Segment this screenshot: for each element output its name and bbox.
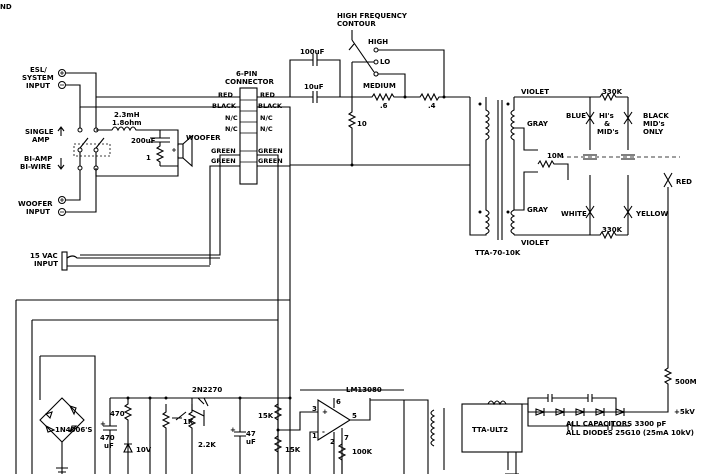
gray-top-label: GRAY	[527, 120, 549, 128]
high-label: HIGH	[368, 38, 388, 46]
resistor-330k-bottom-label: 330K	[602, 226, 623, 234]
hf-contour-label-1: HIGH FREQUENCY	[337, 12, 408, 20]
pin-red-right: RED	[260, 91, 275, 99]
pin-green-left-2: GREEN	[211, 157, 236, 165]
single-amp-label-2: AMP	[32, 136, 50, 144]
gray-bottom-label: GRAY	[527, 206, 549, 214]
his-label-1: HI's	[599, 112, 614, 120]
biamp-label-2: BI-WIRE	[20, 163, 51, 171]
inductor-ohm-label: 1.8ohm	[112, 119, 142, 127]
cap-200uf-label: 200uF	[131, 137, 156, 145]
resistor-10-label: 10	[357, 120, 367, 128]
pin-nc-left-2: N/C	[225, 125, 238, 133]
connector-label-2: CONNECTOR	[225, 78, 274, 86]
woofer-input-label-2: INPUT	[26, 208, 50, 216]
cap-10uf-label: 10uF	[304, 83, 324, 91]
transformer-tta70	[469, 97, 516, 240]
resistor-06-label: .6	[380, 102, 388, 110]
violet-top-label: VIOLET	[521, 88, 549, 96]
resistor-15k-a-label: 15K	[258, 412, 274, 420]
pin-green-left-1: GREEN	[211, 147, 236, 155]
resistor-330k-top-label: 330K	[602, 88, 623, 96]
red-output-label: RED	[676, 178, 692, 186]
woofer-input-label-1: WOOFER	[18, 200, 53, 208]
mode-switch	[66, 97, 111, 213]
connector-label-1: 6-PIN	[236, 70, 258, 78]
resistor-1-label: 1	[146, 154, 151, 162]
bridge-label: 1N4006'S	[55, 426, 92, 434]
plus-5kv-label: +5kV	[674, 408, 695, 416]
esl-label-3: INPUT	[26, 82, 50, 90]
tta70-label: TTA-70-10K	[475, 249, 521, 257]
cap-470-plus: +	[100, 420, 106, 428]
pin-nc-left-1: N/C	[225, 114, 238, 122]
pin-3-label: 3	[312, 405, 317, 413]
transistor-label: 2N2270	[192, 386, 222, 394]
pin-5-label: 5	[352, 412, 357, 420]
resistor-15k-b-label: 15K	[285, 446, 301, 454]
pin-6-label: 6	[336, 398, 341, 406]
black-mids-label-2: MID's	[643, 120, 665, 128]
resistor-500m-label: 500M	[675, 378, 697, 386]
opamp-label: LM13080	[346, 386, 382, 394]
medium-label: MEDIUM	[363, 82, 396, 90]
blue-label: BLUE	[566, 112, 586, 120]
resistor-22k-label: 2.2K	[198, 441, 216, 449]
opamp-minus: -	[322, 428, 325, 436]
cap-47-plus: +	[230, 426, 236, 434]
vac-label-1: 15 VAC	[30, 252, 58, 260]
pin-black-right: BLACK	[258, 102, 283, 110]
transformer-tta-ult2: TTA-ULT2	[461, 400, 529, 474]
cap-47-label-2: uF	[246, 438, 256, 446]
cap-100uf-label: 100uF	[300, 48, 325, 56]
single-amp-label-1: SINGLE	[25, 128, 54, 136]
cap-47-label-1: 47	[246, 430, 256, 438]
cap-470-label-1: 470	[100, 434, 115, 442]
vac-label-2: INPUT	[34, 260, 58, 268]
esl-label-1: ESL/	[30, 66, 47, 74]
bridge-rectifier: 1N4006'S	[39, 397, 92, 474]
resistor-470-label: 470	[110, 410, 125, 418]
black-mids-label-3: ONLY	[643, 128, 664, 136]
pin-nc-right-1: N/C	[260, 114, 273, 122]
pin-nc-right-2: N/C	[260, 125, 273, 133]
cap-470-label-2: uF	[104, 442, 114, 450]
hf-contour-label-2: CONTOUR	[337, 20, 376, 28]
vac-input-jack	[61, 251, 68, 271]
op-amp-lm13080: + - 3 6 5 1 2 7	[309, 398, 404, 474]
six-pin-connector	[239, 87, 258, 185]
inductor-label: 2.3mH	[114, 111, 140, 119]
woofer-label: WOOFER	[186, 134, 221, 142]
tta-ult2-label: TTA-ULT2	[472, 426, 508, 434]
opamp-plus: +	[322, 408, 328, 416]
zener-10v-label: 10V	[136, 446, 152, 454]
yellow-label: YELLOW	[635, 210, 668, 218]
pin-green-right-1: GREEN	[258, 147, 283, 155]
black-mids-label-1: BLACK	[643, 112, 669, 120]
biamp-label-1: BI-AMP	[24, 155, 52, 163]
esl-system-input: ESL/ SYSTEM INPUT	[22, 66, 66, 90]
corner-text: ND	[0, 3, 12, 11]
violet-bottom-label: VIOLET	[521, 239, 549, 247]
hv-multiplier	[527, 394, 630, 430]
pot-1k-label: 1K	[183, 418, 194, 426]
lo-label: LO	[380, 58, 390, 66]
pin-red-left: RED	[218, 91, 233, 99]
his-label-3: MID's	[597, 128, 619, 136]
pin-black-left: BLACK	[212, 102, 237, 110]
esl-label-2: SYSTEM	[22, 74, 54, 82]
caps-note: ALL CAPACITORS 3300 pF	[566, 420, 667, 428]
resistor-100k-label: 100K	[352, 448, 373, 456]
woofer-speaker: WOOFER	[172, 134, 221, 168]
pin-green-right-2: GREEN	[258, 157, 283, 165]
pin-2-label: 2	[330, 438, 335, 446]
his-label-2: &	[604, 120, 610, 128]
white-label: WHITE	[561, 210, 587, 218]
resistor-04-label: .4	[428, 102, 436, 110]
diodes-note: ALL DIODES 25G10 (25mA 10kV)	[566, 429, 694, 437]
pin-7-label: 7	[344, 434, 349, 442]
resistor-10m-label: 10M	[547, 152, 564, 160]
pin-1-label: 1	[312, 432, 317, 440]
